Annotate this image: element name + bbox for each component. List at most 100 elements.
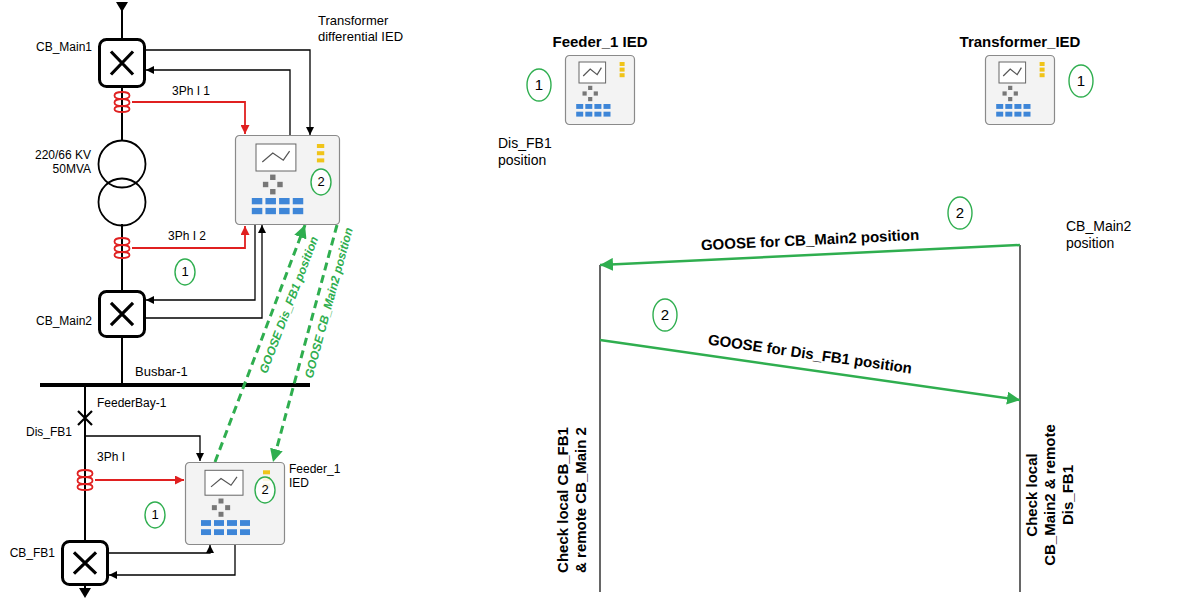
ied-device: Transformer_IED bbox=[985, 55, 1055, 125]
ied-device: Feeder_1 IED bbox=[565, 55, 635, 125]
ied-key bbox=[1024, 104, 1031, 109]
ied-led bbox=[263, 470, 270, 474]
control-wire bbox=[146, 225, 255, 300]
ied-key bbox=[576, 112, 583, 117]
current-transformer bbox=[115, 238, 130, 258]
annotation: 3Ph I 1 bbox=[172, 84, 210, 98]
circuit-breaker: CB_FB1 bbox=[61, 540, 109, 586]
current-transformer bbox=[78, 470, 93, 490]
circuit-breaker: CB_Main2 bbox=[98, 290, 146, 338]
ied-key bbox=[227, 529, 237, 535]
current-wire bbox=[95, 479, 184, 481]
ied-device: Feeder_1 IED2 bbox=[185, 462, 285, 545]
ied-key bbox=[201, 520, 211, 526]
ied-navkey bbox=[594, 91, 598, 95]
ied-body bbox=[566, 56, 635, 125]
annotation: 3Ph I 2 bbox=[168, 229, 206, 243]
control-wire bbox=[146, 70, 290, 135]
callout-circle: 1 bbox=[174, 258, 196, 286]
screen-glyph bbox=[583, 68, 601, 76]
breaker-box bbox=[100, 40, 145, 87]
node-outline bbox=[98, 38, 146, 88]
ied-key bbox=[1014, 112, 1021, 117]
breaker-box bbox=[63, 542, 108, 585]
callout-ring bbox=[527, 69, 551, 101]
ied-key bbox=[240, 520, 250, 526]
edge-label: GOOSE for Dis_FB1 position bbox=[705, 330, 915, 377]
ied-led bbox=[620, 73, 625, 77]
node-label: Transformer differential IED bbox=[318, 13, 410, 44]
ied-led bbox=[620, 62, 625, 66]
ied-navkey bbox=[219, 512, 224, 517]
annotation: Check local CB_FB1 & remote CB_Main 2 bbox=[554, 421, 590, 579]
callout-ring bbox=[948, 197, 972, 229]
node-label: Transformer_IED bbox=[960, 33, 1081, 51]
ied-navkey bbox=[270, 189, 275, 194]
current-transformer bbox=[115, 92, 130, 112]
ied-navkey bbox=[583, 91, 587, 95]
node-label: CB_Main1 bbox=[36, 40, 92, 54]
control-wire bbox=[109, 545, 235, 575]
ied-navkey bbox=[225, 505, 230, 510]
current-wire bbox=[132, 226, 245, 248]
ied-navkey bbox=[1008, 86, 1012, 90]
ied-led bbox=[1040, 73, 1045, 77]
callout-number: 2 bbox=[317, 174, 324, 190]
ied-key bbox=[604, 112, 611, 117]
ied-led bbox=[317, 151, 324, 155]
ied-key bbox=[201, 529, 211, 535]
control-wire bbox=[109, 545, 210, 553]
outgoing-arrow bbox=[79, 588, 91, 598]
node-outline bbox=[61, 540, 109, 586]
ied-key bbox=[227, 520, 237, 526]
callout-number: 1 bbox=[1077, 72, 1085, 90]
ied-screen bbox=[256, 144, 296, 171]
ied-led bbox=[317, 144, 324, 148]
ied-key bbox=[293, 208, 304, 214]
node-outline bbox=[97, 140, 147, 226]
node-label: CB_FB1 bbox=[10, 546, 55, 560]
disconnector-symbol bbox=[78, 411, 92, 425]
ied-navkey bbox=[263, 182, 268, 187]
breaker-cross bbox=[74, 552, 96, 573]
screen-glyph bbox=[262, 151, 289, 162]
ied-led bbox=[1040, 68, 1045, 72]
ied-navkey bbox=[1014, 91, 1018, 95]
control-wire bbox=[146, 50, 310, 135]
annotation: CB_Main2 position bbox=[1066, 218, 1170, 252]
ied-key bbox=[279, 198, 290, 204]
ied-screen bbox=[579, 62, 606, 83]
ied-navkey bbox=[588, 86, 592, 90]
callout-circle: 1 bbox=[1068, 64, 1094, 98]
callout-circle: 1 bbox=[526, 68, 552, 102]
ied-led bbox=[317, 158, 324, 162]
ied-navkey bbox=[270, 175, 275, 180]
annotation: Check local CB_Main2 & remote Dis_FB1 bbox=[1023, 416, 1077, 574]
ied-key bbox=[996, 104, 1003, 109]
callout-ring bbox=[1069, 65, 1093, 97]
ied-navkey bbox=[1003, 91, 1007, 95]
winding-circle bbox=[99, 179, 146, 226]
ied-body bbox=[986, 56, 1055, 125]
callout-number: 1 bbox=[535, 76, 543, 94]
ied-key bbox=[585, 112, 592, 117]
ied-key bbox=[576, 104, 583, 109]
circuit-breaker: CB_Main1 bbox=[98, 38, 146, 88]
ied-key bbox=[279, 208, 290, 214]
callout-circle: 1 bbox=[144, 501, 166, 529]
node-outline bbox=[985, 55, 1055, 125]
ied-key bbox=[265, 198, 276, 204]
goose-arrow bbox=[215, 225, 305, 462]
callout-number: 2 bbox=[261, 482, 268, 498]
ied-led bbox=[620, 68, 625, 72]
node-outline bbox=[185, 462, 285, 545]
ied-key bbox=[252, 208, 262, 214]
ied-key bbox=[585, 104, 592, 109]
callout-ring bbox=[311, 169, 331, 195]
callout-number: 1 bbox=[151, 507, 158, 523]
breaker-box bbox=[100, 292, 145, 337]
ied-navkey bbox=[219, 499, 224, 504]
callout-number: 2 bbox=[956, 204, 964, 222]
